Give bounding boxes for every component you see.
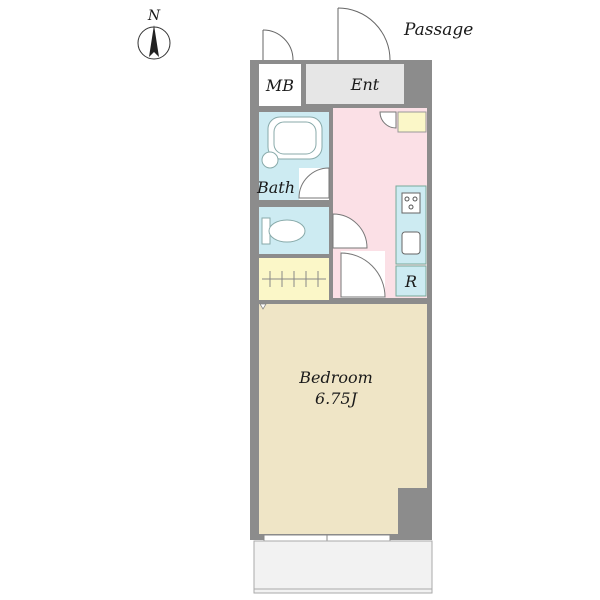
bedroom-pillar: [398, 488, 432, 534]
passage-label: Passage: [403, 20, 473, 40]
bathtub-inner-icon: [273, 121, 317, 155]
refrigerator: [395, 265, 427, 297]
shoe-cabinet: [397, 111, 427, 133]
washbasin-icon: [261, 151, 279, 169]
entrance-step-door: [379, 111, 397, 129]
balcony-window: [263, 534, 391, 542]
meter-box-door: [262, 29, 294, 61]
entrance-label: Ent: [350, 75, 380, 94]
entrance: [306, 64, 404, 104]
bathtub-icon: [267, 116, 323, 160]
toilet-icon: [261, 217, 306, 245]
meter-box: [259, 64, 301, 106]
sink-icon: [401, 231, 421, 255]
toilet-door: [332, 213, 368, 249]
closet-hanger-rail: [262, 271, 326, 287]
entrance-door: [337, 7, 391, 61]
refrigerator-label: R: [404, 272, 417, 291]
north-compass: N: [137, 8, 171, 60]
balcony: [253, 540, 433, 594]
compass-needle-icon: [149, 25, 159, 57]
bedroom-corner-marker-icon: [259, 303, 267, 310]
bedroom-size-label: 6.75J: [315, 389, 359, 408]
meter-box-label: MB: [265, 76, 294, 95]
bedroom-label: Bedroom: [298, 368, 373, 387]
bath-door: [298, 167, 330, 200]
bedroom-door: [340, 251, 386, 298]
compass-north-label: N: [147, 8, 161, 24]
bath-label: Bath: [256, 178, 295, 197]
stove-icon: [401, 192, 421, 214]
